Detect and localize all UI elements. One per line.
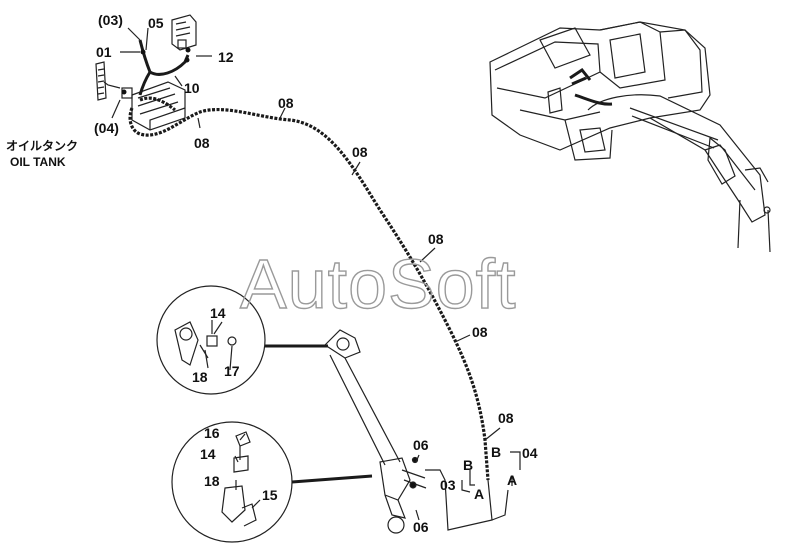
leader-lines	[111, 27, 521, 521]
part-03-paren: (03)	[98, 12, 123, 28]
part-08-e: 08	[472, 324, 488, 340]
part-04-paren: (04)	[94, 120, 119, 136]
part-08-c: 08	[352, 144, 368, 160]
oil-tank-label-en: OIL TANK	[10, 155, 66, 169]
part-10: 10	[184, 80, 200, 96]
oil-tank-label-jp: オイルタンク	[6, 139, 78, 153]
part-16: 16	[204, 425, 220, 441]
detail-circle-lower	[171, 421, 373, 543]
part-03: 03	[440, 477, 456, 493]
part-06-upper: 06	[413, 437, 429, 453]
part-08-b: 08	[278, 95, 294, 111]
connector-b-right: B	[491, 444, 501, 460]
part-18-lower: 18	[204, 473, 220, 489]
part-18-upper: 18	[192, 369, 208, 385]
part-15: 15	[262, 487, 278, 503]
hose-line	[128, 96, 509, 531]
part-08-d: 08	[428, 231, 444, 247]
part-17: 17	[224, 363, 240, 379]
part-04: 04	[522, 445, 538, 461]
part-08-a: 08	[194, 135, 210, 151]
part-01: 01	[96, 44, 112, 60]
part-05: 05	[148, 15, 164, 31]
connector-b-left: B	[463, 457, 473, 473]
connector-a-right: A	[507, 472, 517, 488]
part-06-lower: 06	[413, 519, 429, 535]
part-14-upper: 14	[210, 305, 226, 321]
excavator-illustration	[489, 21, 771, 253]
valve-assembly	[95, 14, 197, 131]
part-12: 12	[218, 49, 234, 65]
boom-cylinder	[324, 329, 427, 534]
supply-lines	[103, 39, 191, 96]
detail-circle-upper	[156, 285, 328, 395]
part-14-lower: 14	[200, 446, 216, 462]
connector-a-left: A	[474, 486, 484, 502]
part-08-f: 08	[498, 410, 514, 426]
watermark-text: AutoSoft	[240, 245, 517, 323]
